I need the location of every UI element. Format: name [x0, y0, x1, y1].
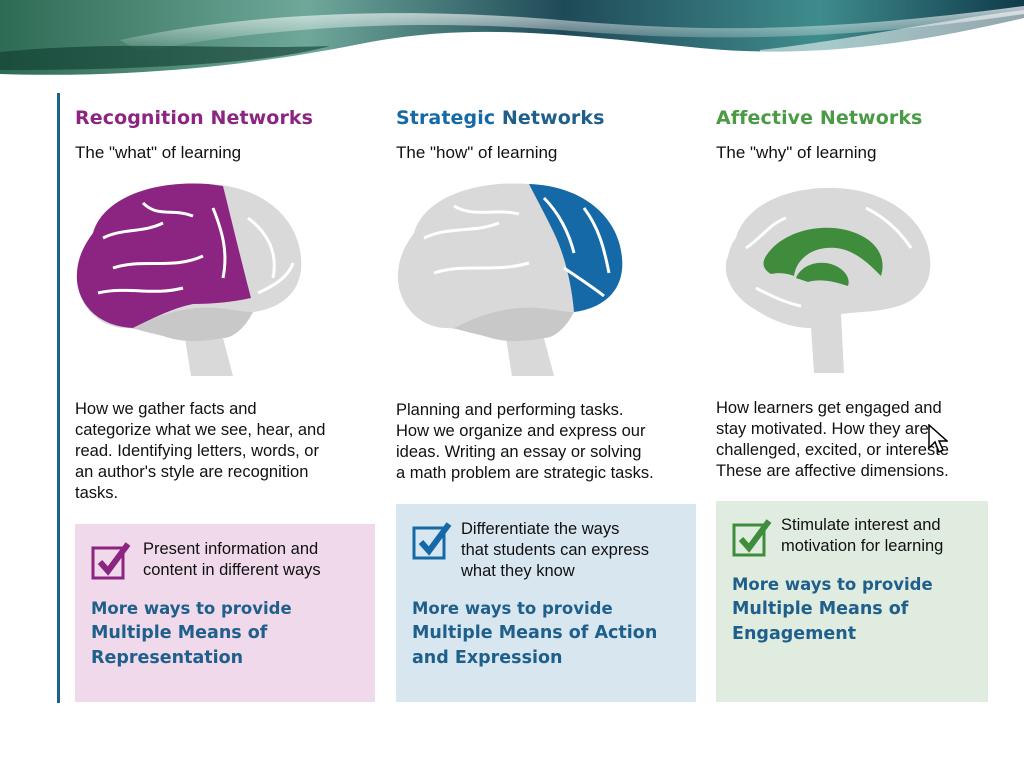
column-title: Recognition Networks: [75, 107, 313, 129]
box-text: Stimulate interest and motivation for le…: [781, 516, 944, 555]
title-rest: Networks: [495, 107, 605, 129]
column-description: Planning and performing tasks. How we or…: [396, 401, 654, 482]
column-title: Affective Networks: [716, 107, 922, 129]
column-subtitle: The "why" of learning: [716, 143, 877, 162]
column-subtitle: The "what" of learning: [75, 143, 242, 162]
box-text: Differentiate the ways that students can…: [461, 520, 650, 580]
brain-recognition-icon: [76, 183, 302, 376]
brain-affective-icon: [725, 187, 931, 373]
column-title: Strategic Networks: [396, 107, 605, 129]
means-link[interactable]: Multiple Means of Representation: [91, 623, 268, 668]
title-keyword: Strategic: [396, 107, 496, 129]
column-description: How learners get engaged and stay motiva…: [716, 399, 949, 480]
column-description: How we gather facts and categorize what …: [75, 400, 326, 502]
title-rest: Networks: [203, 107, 314, 129]
title-keyword: Affective: [716, 107, 814, 129]
left-divider: [57, 93, 60, 703]
info-box-strategic: Differentiate the ways that students can…: [396, 504, 696, 702]
info-box-recognition: Present information and content in diffe…: [75, 524, 375, 702]
more-ways-link[interactable]: More ways to provide: [412, 599, 613, 618]
means-link[interactable]: Multiple Means of Engagement: [732, 599, 909, 644]
checkbox-icon: [412, 522, 452, 560]
info-box-affective: Stimulate interest and motivation for le…: [716, 501, 988, 702]
cursor-icon: [928, 424, 948, 454]
more-ways-link[interactable]: More ways to provide: [732, 575, 933, 594]
brain-strategic-icon: [397, 183, 623, 376]
title-rest: Networks: [813, 107, 923, 129]
title-keyword: Recognition: [75, 107, 204, 129]
box-text: Present information and content in diffe…: [143, 540, 321, 579]
means-link[interactable]: Multiple Means of Action and Expression: [412, 623, 658, 668]
checkbox-icon: [732, 519, 772, 557]
column-subtitle: The "how" of learning: [396, 143, 558, 162]
more-ways-link[interactable]: More ways to provide: [91, 599, 292, 618]
header-banner: [0, 0, 1024, 75]
checkbox-icon: [91, 542, 131, 580]
